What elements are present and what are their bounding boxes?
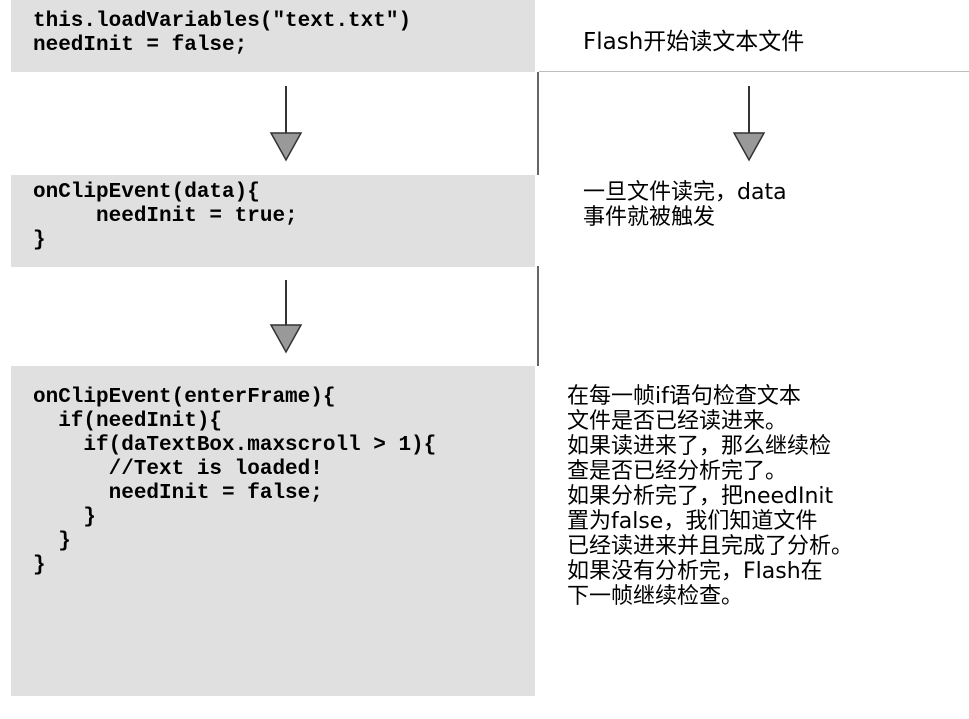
- arrow-down-right-1: [732, 86, 766, 162]
- top-divider-line: [539, 71, 969, 72]
- description-enter-frame: 在每一帧if语句检查文本 文件是否已经读进来。 如果读进来了，那么继续检 查是否…: [567, 384, 854, 609]
- code-text-data-event: onClipEvent(data){ needInit = true; }: [33, 181, 298, 252]
- code-block-load-variables: this.loadVariables("text.txt") needInit …: [11, 0, 535, 72]
- code-block-data-event: onClipEvent(data){ needInit = true; }: [11, 175, 535, 267]
- arrow-down-left-2: [269, 280, 303, 354]
- code-text-enter-frame: onClipEvent(enterFrame){ if(needInit){ i…: [33, 386, 437, 577]
- column-divider-upper: [537, 72, 539, 175]
- code-block-enter-frame: onClipEvent(enterFrame){ if(needInit){ i…: [11, 366, 535, 696]
- column-divider-lower: [537, 266, 539, 366]
- description-data-event: 一旦文件读完，data 事件就被触发: [583, 180, 787, 230]
- description-start-reading: Flash开始读文本文件: [583, 29, 805, 55]
- arrow-down-left-1: [269, 86, 303, 162]
- code-text-load-variables: this.loadVariables("text.txt") needInit …: [33, 10, 412, 57]
